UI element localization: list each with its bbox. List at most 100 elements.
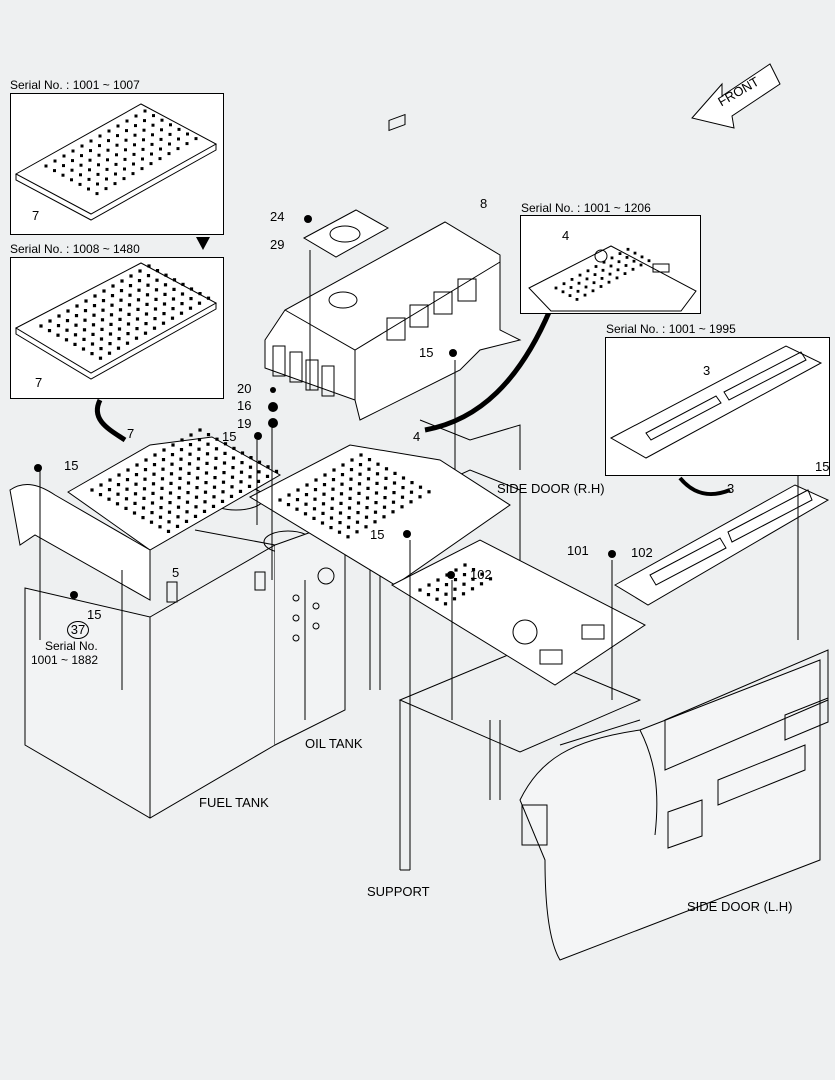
serial-note-line2: 1001 ~ 1882 [31,653,99,667]
perforation-dot [355,530,359,534]
perforation-dot [151,491,155,495]
perforation-dot [618,252,622,255]
perforation-dot [186,491,190,495]
perforation-dot [125,487,129,491]
perforation-dot [115,143,119,147]
perforation-dot [79,173,82,177]
perforation-dot [163,283,168,287]
perforation-dot [222,461,227,465]
perforation-dot [168,142,171,146]
perforation-dot [322,492,326,496]
perforation-dot [197,301,202,305]
perforation-dot [62,164,65,168]
perforation-dot [223,442,228,446]
perforation-dot [631,267,635,271]
perforation-dot [109,322,113,326]
perforation-dot [127,312,131,316]
perforation-dot [106,158,109,162]
perforation-dot [592,281,596,285]
perforation-dot [127,303,132,307]
perforation-dot [274,469,279,473]
perforation-dot [177,127,181,131]
perforation-dot [204,481,208,485]
inset-a-serial-label: Serial No. : 1001 ~ 1007 [10,78,140,92]
perforation-dot [329,526,333,530]
perforation-dot [101,299,106,303]
perforation-dot [330,497,335,501]
perforation-dot [97,163,100,167]
callout-101: 101 [567,543,589,558]
perforation-dot [176,147,180,151]
perforation-dot [188,452,192,456]
perforation-dot [222,471,226,475]
side-door-lh-shape [519,649,829,961]
perforation-dot [575,298,579,301]
perforation-dot [212,495,216,499]
perforation-dot [570,278,574,281]
perforation-dot [150,511,154,515]
perforation-dot [79,163,83,167]
perforation-dot [124,148,127,152]
perforation-dot [418,485,423,489]
perforation-dot [118,308,123,312]
perforation-dot [161,321,166,325]
perforation-dot [169,123,172,127]
perforation-dot [229,494,234,498]
perforation-dot [143,331,148,335]
perforation-dot [453,587,457,591]
label-side-door-rh: SIDE DOOR (R.H) [497,481,605,496]
perforation-dot [214,447,219,451]
perforation-dot [461,592,466,596]
perforation-dot [122,177,126,181]
perforation-dot [162,302,167,306]
perforation-dot [221,490,225,494]
perforation-dot [158,515,163,519]
perforation-dot [141,506,146,510]
perforation-dot [312,516,316,520]
perforation-dot [238,489,243,493]
perforation-dot [151,123,155,127]
perforation-dot [119,298,123,302]
inset-c-drawing [528,245,697,312]
inset-c-part-label: 4 [562,228,570,243]
inset-serial-1001-1206 [520,215,701,314]
perforation-dot [119,289,124,293]
perforation-dot [444,583,449,587]
perforation-dot [331,478,336,482]
perforation-dot [554,286,558,290]
perforation-dot [141,157,144,161]
perforation-dot [56,324,61,328]
perforation-dot [102,289,106,293]
perforation-dot [134,473,139,477]
perforation-dot [92,304,97,308]
perforation-dot [135,317,140,321]
perforation-dot [215,437,219,441]
perforation-dot [444,592,448,596]
perforation-dot [57,314,61,318]
perforation-dot [609,264,613,268]
perforation-dot [454,568,458,572]
perforation-dot [117,337,121,341]
perforation-dot [239,470,244,474]
perforation-dot [313,488,318,492]
perforation-dot [304,493,309,497]
perforation-dot [340,473,345,477]
perforation-dot [125,119,129,123]
perforation-dot [126,322,131,326]
perforation-dot [176,505,181,509]
perforation-dot [144,312,149,316]
perforation-dot [62,154,66,158]
perforation-dot [154,297,158,301]
perforation-dot [133,143,136,147]
perforation-dot [452,597,457,601]
perforation-dot [356,501,361,505]
perforation-dot [357,491,361,495]
perforation-dot [348,487,353,491]
perforation-dot [170,453,175,457]
perforation-dot [195,486,199,490]
perforation-dot [152,472,156,476]
perforation-dot [266,465,270,469]
perforation-dot [384,476,388,480]
perforation-dot [568,294,572,297]
perforation-dot [231,466,235,470]
